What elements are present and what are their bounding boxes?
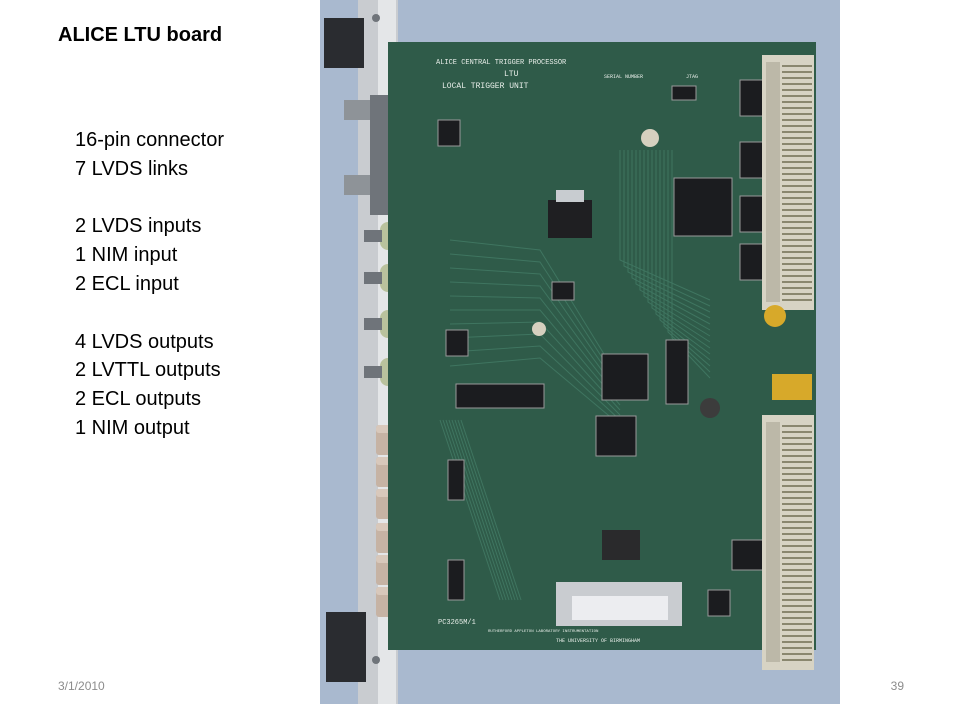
board-name-label: LOCAL TRIGGER UNIT: [442, 82, 529, 91]
spec-line: 4 LVDS outputs: [75, 330, 214, 353]
ic-chip: [551, 281, 575, 301]
memory-socket: [556, 582, 682, 626]
spec-list: 16-pin connector 7 LVDS links 2 LVDS inp…: [75, 126, 224, 443]
spec-line: 1 NIM output: [75, 416, 190, 439]
spec-line: 2 LVDS inputs: [75, 215, 202, 238]
board-serial-label: SERIAL NUMBER: [604, 74, 643, 80]
spec-group-connector: 16-pin connector 7 LVDS links: [75, 126, 224, 184]
spec-line: 16-pin connector: [75, 129, 224, 151]
ic-chip: [455, 383, 545, 409]
spec-line: 1 NIM input: [75, 244, 178, 267]
board-model-label: LTU: [504, 70, 519, 79]
ic-chip: [447, 459, 465, 501]
ic-chip: [601, 353, 649, 401]
ic-chip: [445, 329, 469, 357]
slide-date: 3/1/2010: [58, 679, 105, 693]
ic-chip: [731, 539, 767, 571]
board-part-label: PC3265M/1: [438, 619, 476, 627]
board-lab-label: RUTHERFORD APPLETON LABORATORY INSTRUMEN…: [488, 630, 599, 634]
spec-line: 2 LVTTL outputs: [75, 359, 221, 382]
vme-connectors: [762, 55, 814, 670]
board-university-label: THE UNIVERSITY OF BIRMINGHAM: [556, 638, 640, 644]
pcb-traces: [439, 150, 711, 601]
spec-line: 2 ECL input: [75, 272, 179, 295]
ic-chip: [437, 119, 461, 147]
ic-chip: [665, 339, 689, 405]
ic-chip: [671, 85, 697, 101]
board-photo: ALICE CENTRAL TRIGGER PROCESSOR LTU LOCA…: [320, 0, 840, 704]
spec-line: 2 ECL outputs: [75, 388, 202, 411]
slide-title: ALICE LTU board: [58, 24, 223, 46]
ic-chip: [707, 589, 731, 617]
spec-group-inputs: 2 LVDS inputs 1 NIM input 2 ECL input: [75, 212, 224, 298]
small-components: [532, 129, 812, 560]
slide-page-number: 39: [890, 679, 904, 693]
board-header-label: ALICE CENTRAL TRIGGER PROCESSOR: [436, 59, 567, 67]
spec-line: 7 LVDS links: [75, 157, 189, 180]
ic-chip: [673, 177, 733, 237]
spec-group-outputs: 4 LVDS outputs 2 LVTTL outputs 2 ECL out…: [75, 328, 224, 443]
ic-chip: [595, 415, 637, 457]
board-jtag-label: JTAG: [686, 74, 698, 80]
board-silkscreen: ALICE CENTRAL TRIGGER PROCESSOR LTU LOCA…: [436, 59, 698, 644]
board-chips: [437, 79, 775, 617]
connector-pins: [782, 65, 812, 661]
ic-chip: [447, 559, 465, 601]
